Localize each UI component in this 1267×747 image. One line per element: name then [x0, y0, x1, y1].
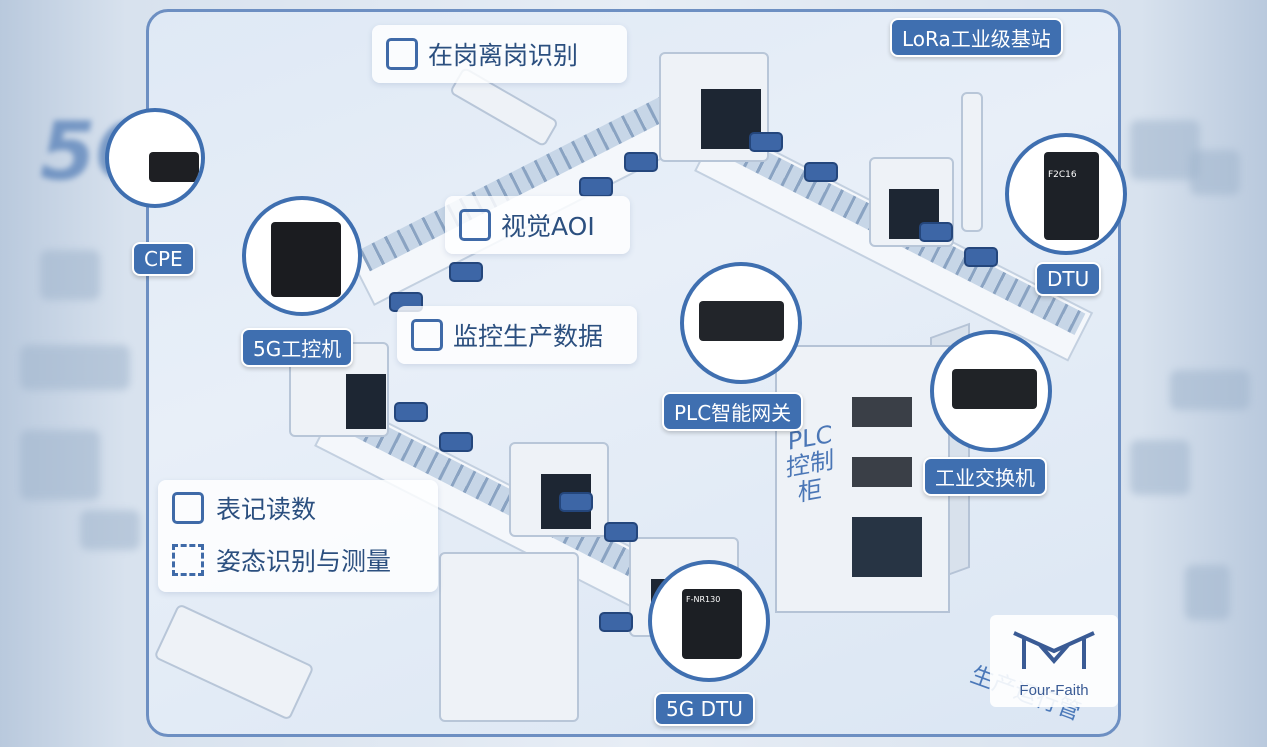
plc-cabinet-shelf: [852, 457, 912, 487]
machine-opening: [346, 374, 386, 429]
pallet: [604, 522, 638, 542]
pallet: [749, 132, 783, 152]
background-device-left-2: [20, 345, 130, 390]
pallet: [439, 432, 473, 452]
background-device-left-3: [20, 430, 100, 500]
dtu-5g-model-text: F-NR130: [686, 595, 721, 604]
robot-station: [439, 552, 579, 722]
pallet: [579, 177, 613, 197]
industrial-pc-circle: [242, 196, 362, 316]
label-dtu: DTU: [1035, 262, 1102, 296]
feature-meter-reading: 表记读数: [172, 490, 316, 526]
pallet: [599, 612, 633, 632]
four-faith-logo-mark: [1013, 631, 1095, 669]
person-frame-icon: [386, 38, 418, 70]
background-device-right-2: [1190, 150, 1240, 195]
feature-label: 监控生产数据: [453, 322, 604, 351]
background-device-right-3: [1170, 370, 1250, 410]
plc-cabinet-servers: [852, 517, 922, 577]
machine-tunnel-middle: [509, 442, 609, 537]
cpe-device-circle: [105, 108, 205, 208]
feature-monitor-data: 监控生产数据: [397, 306, 637, 364]
background-device-right-5: [1185, 565, 1230, 620]
pallet: [559, 492, 593, 512]
background-device-left-4: [80, 510, 140, 550]
industrial-pc-image: [271, 222, 341, 297]
plc-gateway-image: [699, 301, 784, 341]
robot-arm-left: [153, 603, 315, 721]
industrial-switch-image: [952, 369, 1037, 409]
pallet: [624, 152, 658, 172]
cpe-router-image: [149, 152, 199, 182]
lora-tower: [961, 92, 983, 232]
line-chart-icon: [411, 319, 443, 351]
dtu-circle: F2C16: [1005, 133, 1127, 255]
pallet: [804, 162, 838, 182]
pallet: [449, 262, 483, 282]
four-faith-logo: Four-Faith: [990, 615, 1118, 707]
pallet: [394, 402, 428, 422]
label-5g-industrial-pc: 5G工控机: [241, 328, 354, 367]
dtu-5g-circle: F-NR130: [648, 560, 770, 682]
cube-search-icon: [459, 209, 491, 241]
feature-label: 姿态识别与测量: [216, 547, 392, 576]
background-device-left-1: [40, 250, 100, 300]
feature-presence-detection: 在岗离岗识别: [372, 25, 627, 83]
industrial-switch-circle: [930, 330, 1052, 452]
feature-label: 在岗离岗识别: [428, 41, 579, 70]
logo-name: Four-Faith: [1019, 682, 1089, 699]
feature-visual-aoi: 视觉AOI: [445, 196, 630, 254]
label-cpe: CPE: [132, 242, 195, 276]
label-industrial-switch: 工业交换机: [923, 457, 1047, 496]
label-lora-base-station: LoRa工业级基站: [890, 18, 1063, 57]
feature-panel-meter-posture: 表记读数 姿态识别与测量: [158, 480, 438, 592]
label-plc-gateway: PLC智能网关: [662, 392, 804, 431]
dtu-model-text: F2C16: [1048, 170, 1077, 180]
feature-posture-measure: 姿态识别与测量: [172, 542, 391, 578]
label-5g-dtu: 5G DTU: [654, 692, 755, 726]
background-device-right-4: [1130, 440, 1190, 495]
plc-cabinet: [775, 345, 950, 613]
pallet: [964, 247, 998, 267]
pallet: [919, 222, 953, 242]
plc-cabinet-shelf: [852, 397, 912, 427]
feature-label: 视觉AOI: [501, 212, 595, 241]
bounding-box-icon: [172, 544, 204, 576]
dtu-5g-image: F-NR130: [682, 589, 742, 659]
plc-gateway-circle: [680, 262, 802, 384]
background-device-right-1: [1130, 120, 1200, 180]
feature-label: 表记读数: [216, 495, 317, 524]
dtu-image: F2C16: [1044, 152, 1099, 240]
plc-cabinet-title: PLC 控制柜: [786, 420, 834, 507]
meter-icon: [172, 492, 204, 524]
